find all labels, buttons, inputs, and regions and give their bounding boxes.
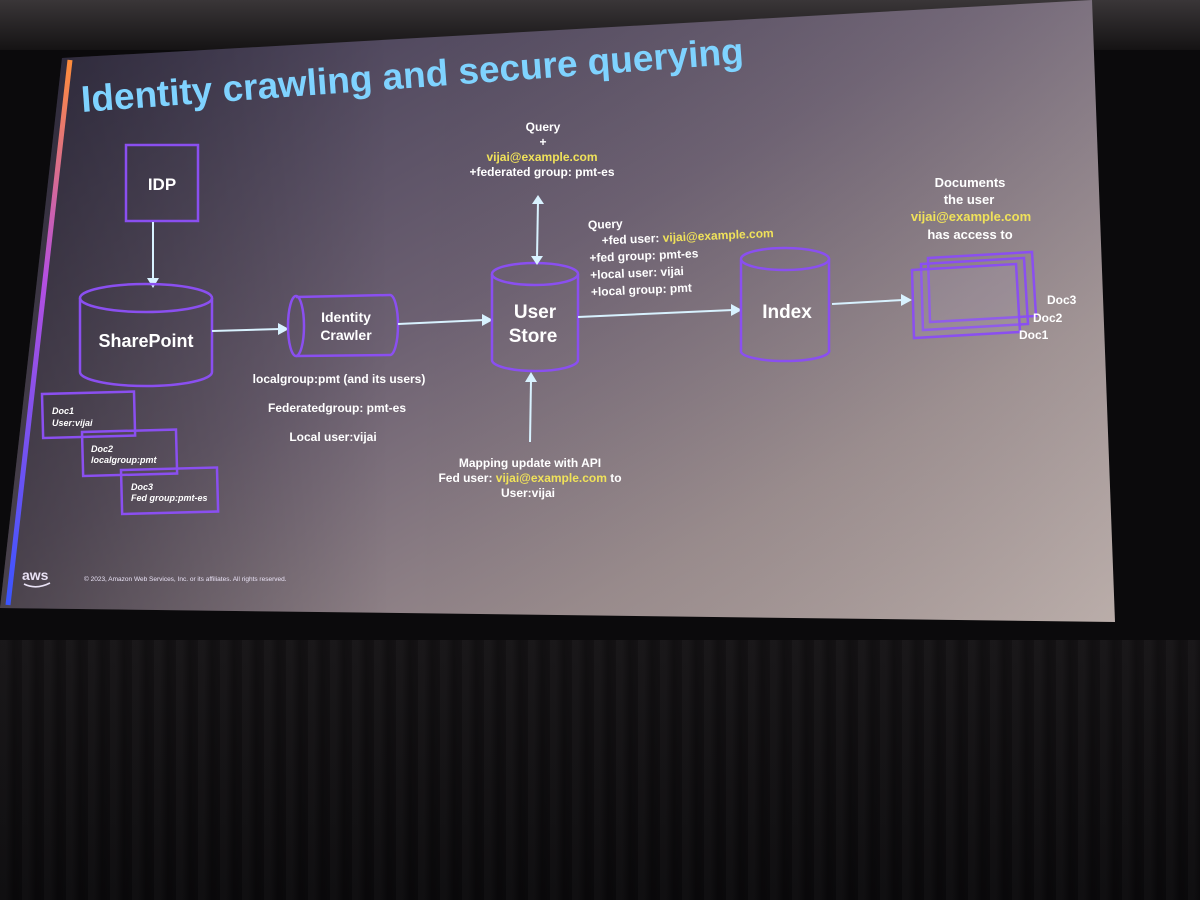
index-query-line2-email: vijai@example.com — [662, 226, 774, 245]
doc2-detail: localgroup:pmt — [91, 455, 157, 465]
crawler-output-1: localgroup:pmt (and its users) — [253, 372, 426, 386]
user-store-label-line2: Store — [509, 326, 558, 347]
mapping-line3: User:vijai — [501, 486, 555, 500]
crawler-output-3: Local user:vijai — [289, 430, 376, 444]
doc3-detail: Fed group:pmt-es — [131, 493, 208, 503]
sharepoint-doc-3: Doc3 Fed group:pmt-es — [119, 466, 220, 516]
arrow-userstore-to-index — [577, 309, 734, 318]
idp-label: IDP — [148, 175, 176, 194]
result-line1: Documents — [935, 175, 1006, 190]
top-query-line4: +federated group: pmt-es — [469, 165, 614, 179]
index-query-text: Query +fed user: vijai@example.com +fed … — [588, 217, 774, 299]
sharepoint-database — [78, 282, 214, 388]
result-doc3-label: Doc3 — [1047, 293, 1077, 307]
index-database — [739, 246, 831, 363]
identity-crawler-label-line1: Identity — [321, 309, 371, 325]
doc2-title: Doc2 — [91, 444, 113, 454]
arrow-crawler-to-userstore — [397, 319, 485, 325]
result-line4: has access to — [927, 227, 1012, 242]
aws-logo-smile-icon — [23, 582, 51, 588]
user-store-label-line1: User — [514, 302, 557, 323]
result-line2: the user — [944, 192, 995, 207]
mapping-line1: Mapping update with API — [459, 456, 601, 470]
aws-logo: aws — [22, 567, 49, 583]
mapping-line2-suffix: to — [607, 471, 622, 485]
index-query-line3: +fed group: pmt-es — [589, 246, 699, 265]
arrow-sharepoint-to-crawler — [211, 328, 281, 332]
mapping-line2-prefix: Fed user: — [438, 471, 495, 485]
arrow-query-userstore — [536, 200, 539, 259]
result-doc-front — [910, 262, 1022, 340]
result-email: vijai@example.com — [911, 209, 1031, 224]
result-doc2-label: Doc2 — [1033, 311, 1063, 325]
arrow-mapping-to-userstore — [529, 379, 532, 443]
result-documents-stack — [910, 250, 1038, 340]
sharepoint-label: SharePoint — [98, 331, 193, 351]
arrow-index-to-documents — [831, 299, 904, 305]
index-query-line1: Query — [588, 217, 624, 233]
identity-crawler — [286, 293, 400, 358]
mapping-line2-email: vijai@example.com — [496, 471, 607, 485]
index-query-line5: +local group: pmt — [591, 281, 693, 299]
crawler-output-2: Federatedgroup: pmt-es — [268, 401, 406, 415]
result-doc-back — [926, 250, 1038, 324]
doc3-title: Doc3 — [131, 482, 153, 492]
user-store-database — [490, 261, 580, 373]
stage-curtain — [0, 640, 1200, 900]
sharepoint-doc-1: Doc1 User:vijai — [40, 390, 137, 440]
index-query-line2-prefix: +fed user: — [601, 231, 663, 248]
top-query-line2: + — [539, 135, 546, 149]
copyright-text: © 2023, Amazon Web Services, Inc. or its… — [84, 575, 287, 583]
identity-crawler-label-line2: Crawler — [320, 327, 372, 343]
index-query-line4: +local user: vijai — [590, 264, 684, 282]
slide-accent-edge — [5, 59, 73, 606]
index-query-line2: +fed user: vijai@example.com — [601, 226, 774, 247]
mapping-line2: Fed user: vijai@example.com to — [438, 471, 621, 485]
index-label: Index — [762, 302, 812, 323]
result-doc-middle — [919, 256, 1030, 332]
idp-box — [124, 143, 200, 223]
top-query-email: vijai@example.com — [486, 150, 597, 164]
top-query-line1: Query — [526, 120, 561, 134]
result-doc1-label: Doc1 — [1019, 328, 1049, 342]
doc1-detail: User:vijai — [52, 418, 93, 428]
doc1-title: Doc1 — [52, 406, 74, 416]
sharepoint-doc-2: Doc2 localgroup:pmt — [80, 428, 179, 478]
